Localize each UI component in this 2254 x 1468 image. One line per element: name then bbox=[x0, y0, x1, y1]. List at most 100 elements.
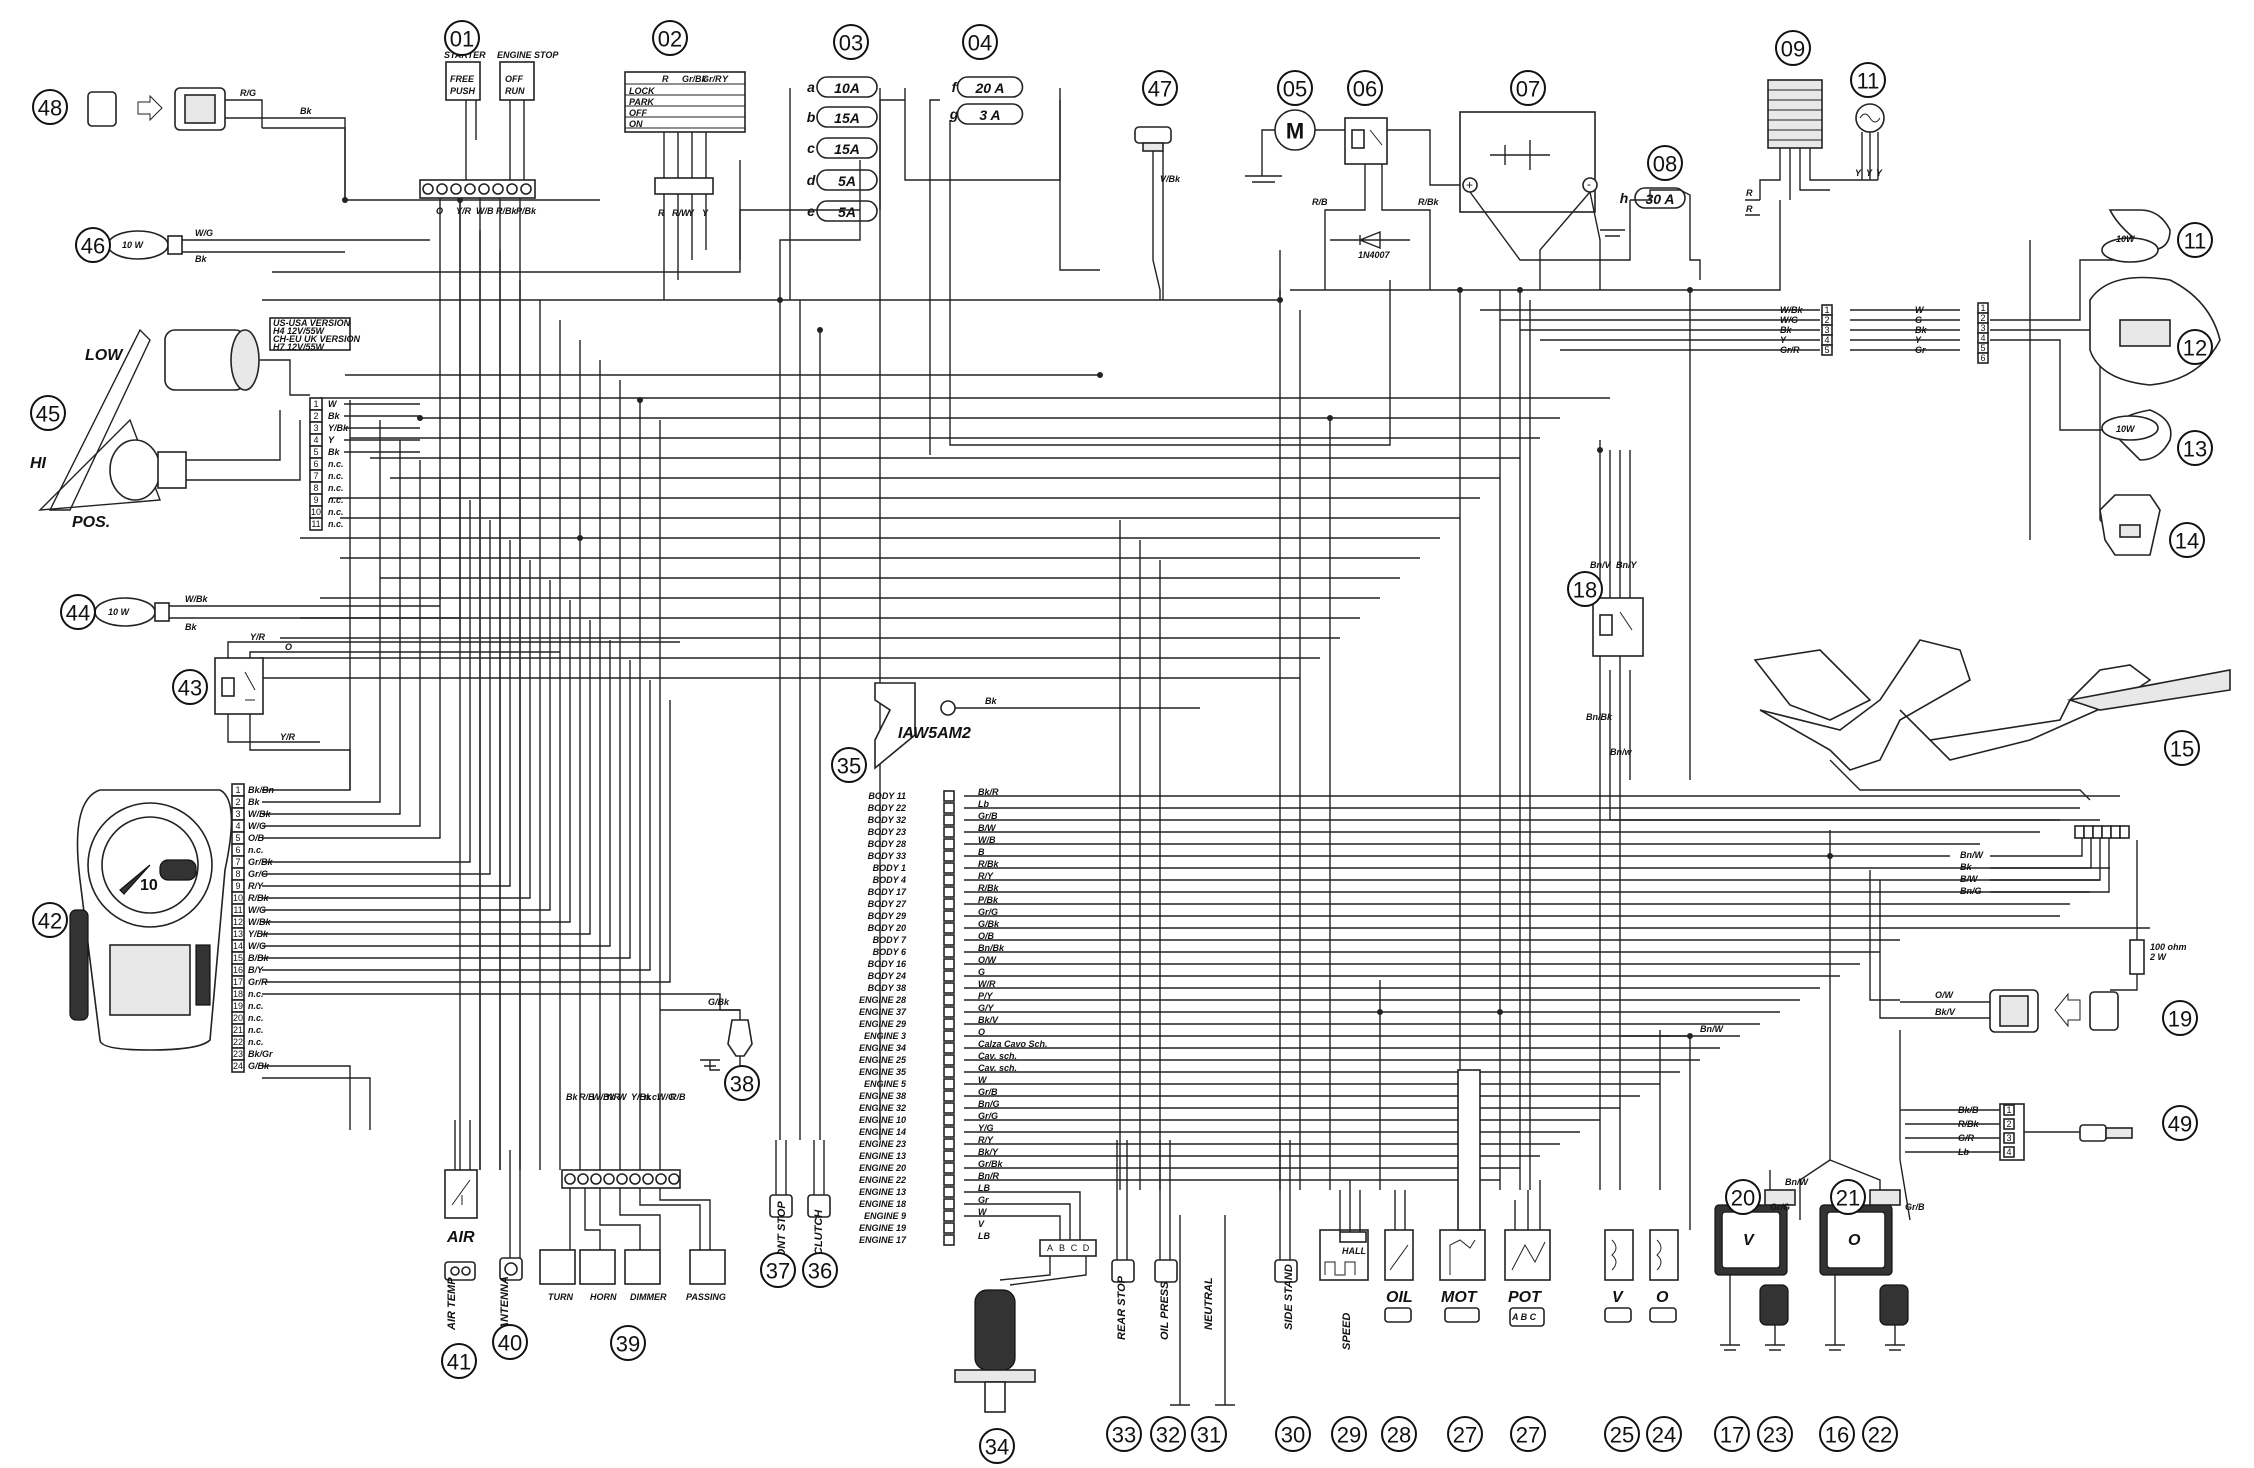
component-44-bulb: 10 W W/Bk Bk bbox=[94, 594, 460, 632]
callout-22: 22 bbox=[1862, 1416, 1898, 1452]
svg-text:G/Bk: G/Bk bbox=[248, 1061, 270, 1071]
svg-text:Gr/G: Gr/G bbox=[978, 1111, 998, 1121]
svg-text:32: 32 bbox=[1156, 1423, 1180, 1448]
wire-label: Bn/V bbox=[1590, 560, 1611, 570]
svg-text:Cav. sch.: Cav. sch. bbox=[978, 1051, 1017, 1061]
svg-text:W/Bk: W/Bk bbox=[1780, 305, 1803, 315]
svg-text:36: 36 bbox=[808, 1259, 832, 1284]
fuse-wiring bbox=[739, 88, 1391, 1140]
air-label: AIR bbox=[446, 1229, 475, 1246]
component-38-switch: G/Bk bbox=[700, 997, 753, 1071]
svg-text:17: 17 bbox=[233, 977, 243, 987]
svg-text:Bk/V: Bk/V bbox=[978, 1015, 999, 1025]
svg-text:n.c.: n.c. bbox=[644, 1092, 660, 1102]
svg-text:G/Bk: G/Bk bbox=[978, 919, 1000, 929]
svg-text:2: 2 bbox=[1824, 315, 1829, 325]
component-19-diagnostic-connector: O/W Bk/V bbox=[1935, 989, 2119, 1033]
callout-25: 25 bbox=[1604, 1416, 1640, 1452]
svg-text:R/Bk: R/Bk bbox=[248, 893, 269, 903]
svg-text:08: 08 bbox=[1653, 152, 1677, 177]
svg-text:Y: Y bbox=[1780, 335, 1787, 345]
svg-text:n.c.: n.c. bbox=[248, 1037, 264, 1047]
svg-text:Bk: Bk bbox=[328, 447, 340, 457]
svg-text:17: 17 bbox=[1720, 1423, 1744, 1448]
svg-text:G: G bbox=[1915, 315, 1922, 325]
callout-30: 30 bbox=[1275, 1416, 1311, 1452]
wire-label: Bn/W bbox=[1700, 1024, 1724, 1034]
callout-42: 42 bbox=[32, 902, 68, 938]
svg-text:4: 4 bbox=[1824, 335, 1829, 345]
resistor-100-ohm: 100 ohm 2 W bbox=[2110, 840, 2187, 991]
svg-text:B/Y: B/Y bbox=[248, 965, 264, 975]
component-09-regulator: RR bbox=[1745, 79, 1850, 216]
svg-text:A: A bbox=[1047, 1243, 1053, 1253]
component-33-rear-stop: REAR STOP bbox=[1111, 1140, 1135, 1340]
svg-text:04: 04 bbox=[968, 31, 992, 56]
svg-text:Y/R: Y/R bbox=[605, 1092, 621, 1102]
svg-text:15: 15 bbox=[233, 953, 243, 963]
svg-text:ENGINE 18: ENGINE 18 bbox=[859, 1199, 906, 1209]
svg-text:Gr: Gr bbox=[1915, 345, 1926, 355]
component-27-engine-temp: MOT bbox=[1439, 1069, 1486, 1323]
callout-18: 18 bbox=[1567, 571, 1603, 607]
svg-text:46: 46 bbox=[81, 234, 105, 259]
svg-text:BODY 11: BODY 11 bbox=[868, 791, 906, 801]
svg-text:ENGINE 34: ENGINE 34 bbox=[859, 1043, 906, 1053]
callout-08: 08 bbox=[1647, 145, 1683, 181]
svg-text:W: W bbox=[1915, 305, 1925, 315]
svg-text:6: 6 bbox=[235, 845, 240, 855]
spark-plug-grounds bbox=[1720, 1275, 1905, 1351]
callout-23: 23 bbox=[1757, 1416, 1793, 1452]
component-08-main-fuse bbox=[1630, 189, 1701, 280]
callout-24: 24 bbox=[1646, 1416, 1682, 1452]
svg-text:n.c.: n.c. bbox=[328, 459, 344, 469]
svg-text:Y/Bk: Y/Bk bbox=[631, 1092, 652, 1102]
svg-text:Y/G: Y/G bbox=[978, 1123, 994, 1133]
svg-text:Gr/R: Gr/R bbox=[1780, 345, 1800, 355]
svg-text:g: g bbox=[949, 106, 959, 122]
svg-text:18: 18 bbox=[1573, 578, 1597, 603]
svg-text:R/Bk: R/Bk bbox=[1958, 1119, 1979, 1129]
callout-41: 41 bbox=[441, 1343, 477, 1379]
svg-text:ENGINE 25: ENGINE 25 bbox=[859, 1055, 907, 1065]
svg-text:PARK: PARK bbox=[629, 97, 655, 107]
svg-text:LB: LB bbox=[978, 1231, 990, 1241]
svg-text:1: 1 bbox=[235, 785, 240, 795]
svg-text:9: 9 bbox=[313, 495, 318, 505]
component-41-air-temp-sensor: AIR AIR TEMP bbox=[444, 1169, 478, 1331]
svg-text:Gr/Bk: Gr/Bk bbox=[978, 1159, 1004, 1169]
callout-31: 31 bbox=[1191, 1416, 1227, 1452]
component-46-bulb: 10 W W/G Bk bbox=[107, 228, 430, 264]
svg-text:9: 9 bbox=[235, 881, 240, 891]
callout-09: 09 bbox=[1775, 30, 1811, 66]
svg-text:C: C bbox=[1071, 1243, 1078, 1253]
svg-text:BODY 28: BODY 28 bbox=[868, 839, 906, 849]
callout-07: 07 bbox=[1510, 70, 1546, 106]
callout-46: 46 bbox=[75, 227, 111, 263]
svg-text:20 A: 20 A bbox=[974, 80, 1004, 96]
callout-34: 34 bbox=[979, 1428, 1015, 1464]
svg-text:R: R bbox=[658, 208, 665, 218]
svg-text:2: 2 bbox=[1980, 313, 1985, 323]
svg-text:BODY 1: BODY 1 bbox=[873, 863, 906, 873]
svg-text:1: 1 bbox=[313, 399, 318, 409]
svg-text:11: 11 bbox=[2184, 229, 2207, 254]
svg-text:b: b bbox=[807, 109, 816, 125]
svg-text:W: W bbox=[328, 399, 338, 409]
svg-text:h: h bbox=[1620, 190, 1629, 206]
svg-text:-: - bbox=[1587, 177, 1591, 191]
svg-text:Bk: Bk bbox=[1960, 862, 1972, 872]
svg-text:8: 8 bbox=[235, 869, 240, 879]
svg-text:02: 02 bbox=[658, 27, 682, 52]
svg-text:Gr/Bk: Gr/Bk bbox=[682, 74, 708, 84]
svg-text:Bn/R: Bn/R bbox=[978, 1171, 999, 1181]
svg-text:Y/Bk: Y/Bk bbox=[328, 423, 349, 433]
svg-text:11: 11 bbox=[1857, 69, 1880, 94]
svg-text:ENGINE 28: ENGINE 28 bbox=[859, 995, 906, 1005]
